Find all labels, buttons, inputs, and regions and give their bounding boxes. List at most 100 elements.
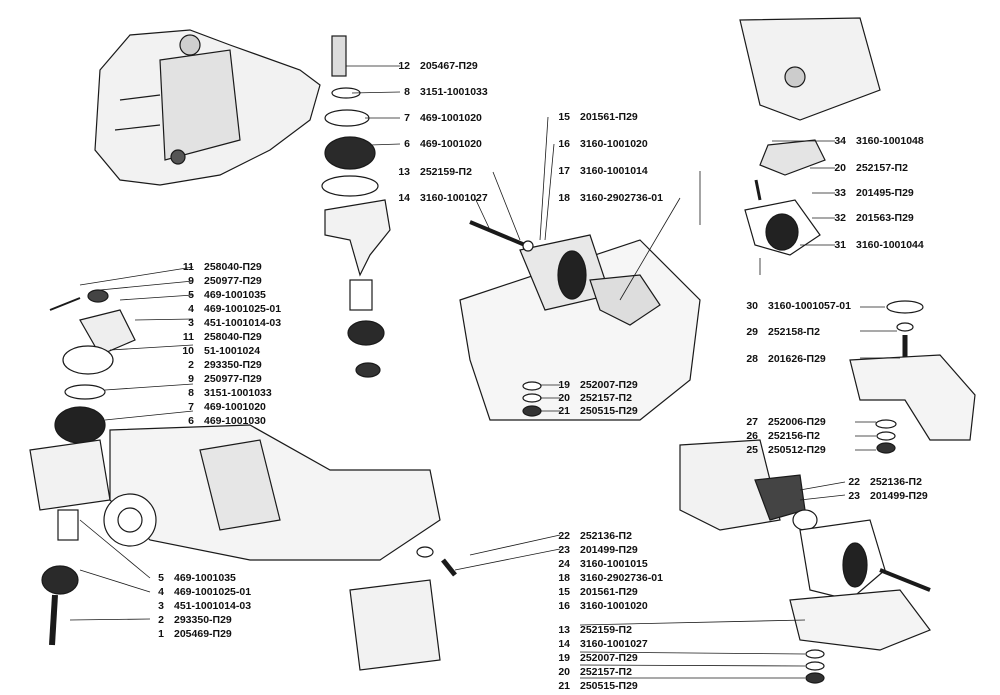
part-label: 5 469-1001035 (150, 572, 236, 584)
part-code: 469-1001020 (420, 138, 482, 150)
part-label: 14 3160-1001027 (556, 638, 648, 650)
part-code: 252006-П29 (768, 416, 826, 428)
part-label: 23 201499-П29 (846, 490, 928, 502)
part-callout-number: 31 (834, 239, 846, 251)
part-callout-number: 5 (188, 289, 194, 301)
part-code: 252157-П2 (580, 392, 632, 404)
part-code: 3160-1001020 (580, 138, 648, 150)
part-code: 3160-1001027 (580, 638, 648, 650)
part-callout-number: 14 (558, 638, 570, 650)
part-callout-number: 2 (188, 359, 194, 371)
part-callout-number: 9 (188, 373, 194, 385)
part-code: 201499-П29 (870, 490, 928, 502)
part-label: 17 3160-1001014 (556, 165, 648, 177)
part-code: 201495-П29 (856, 187, 914, 199)
part-callout-number: 20 (558, 392, 570, 404)
part-callout-number: 26 (746, 430, 758, 442)
part-callout-number: 28 (746, 353, 758, 365)
part-label: 20 252157-П2 (832, 162, 908, 174)
part-code: 469-1001035 (174, 572, 236, 584)
part-code: 3160-1001015 (580, 558, 648, 570)
right-bracket-assembly (849, 300, 976, 454)
part-callout-number: 23 (558, 544, 570, 556)
part-label: 34 3160-1001048 (832, 135, 924, 147)
part-callout-number: 33 (834, 187, 846, 199)
part-callout-number: 3 (158, 600, 164, 612)
part-code: 258040-П29 (204, 261, 262, 273)
part-code: 258040-П29 (204, 331, 262, 343)
part-callout-number: 15 (558, 111, 570, 123)
part-code: 252007-П29 (580, 379, 638, 391)
part-code: 3160-2902736-01 (580, 192, 663, 204)
part-code: 3160-1001048 (856, 135, 924, 147)
part-code: 201626-П29 (768, 353, 826, 365)
part-code: 3160-1001044 (856, 239, 924, 251)
part-callout-number: 32 (834, 212, 846, 224)
part-callout-number: 5 (158, 572, 164, 584)
part-callout-number: 13 (398, 166, 410, 178)
part-code: 252136-П2 (870, 476, 922, 488)
part-callout-number: 17 (558, 165, 570, 177)
part-callout-number: 4 (158, 586, 164, 598)
part-code: 51-1001024 (204, 345, 261, 357)
part-label: 2 293350-П29 (150, 614, 232, 626)
part-code: 293350-П29 (174, 614, 232, 626)
central-gearbox (103, 424, 457, 671)
part-code: 3160-1001027 (420, 192, 488, 204)
bottom-right-mount-assembly (679, 439, 931, 684)
top-center-mount-stack (321, 35, 391, 378)
part-callout-number: 9 (188, 275, 194, 287)
part-callout-number: 20 (834, 162, 846, 174)
part-code: 252159-П2 (580, 624, 632, 636)
part-code: 250977-П29 (204, 373, 262, 385)
part-callout-number: 19 (558, 652, 570, 664)
part-callout-number: 18 (558, 192, 570, 204)
part-label: 2 293350-П29 (180, 359, 262, 371)
part-code: 469-1001020 (204, 401, 266, 413)
part-code: 293350-П29 (204, 359, 262, 371)
top-right-mount-assembly (739, 17, 881, 256)
part-code: 252157-П2 (580, 666, 632, 678)
left-mount-stack (29, 289, 136, 646)
part-callout-number: 2 (158, 614, 164, 626)
part-code: 201561-П29 (580, 586, 638, 598)
part-callout-number: 23 (848, 490, 860, 502)
part-code: 3151-1001033 (204, 387, 272, 399)
part-label: 11 258040-П29 (180, 331, 262, 343)
part-code: 469-1001025-01 (204, 303, 282, 315)
part-code: 250512-П29 (768, 444, 826, 456)
part-callout-number: 15 (558, 586, 570, 598)
part-code: 252157-П2 (856, 162, 908, 174)
part-callout-number: 16 (558, 600, 570, 612)
part-callout-number: 8 (404, 86, 410, 98)
part-callout-number: 34 (834, 135, 846, 147)
part-code: 469-1001020 (420, 112, 482, 124)
part-code: 252158-П2 (768, 326, 820, 338)
part-callout-number: 22 (848, 476, 860, 488)
part-label: 22 252136-П2 (846, 476, 922, 488)
part-callout-number: 11 (182, 331, 194, 343)
part-code: 3160-1001014 (580, 165, 648, 177)
part-label: 20 252157-П2 (556, 392, 632, 404)
